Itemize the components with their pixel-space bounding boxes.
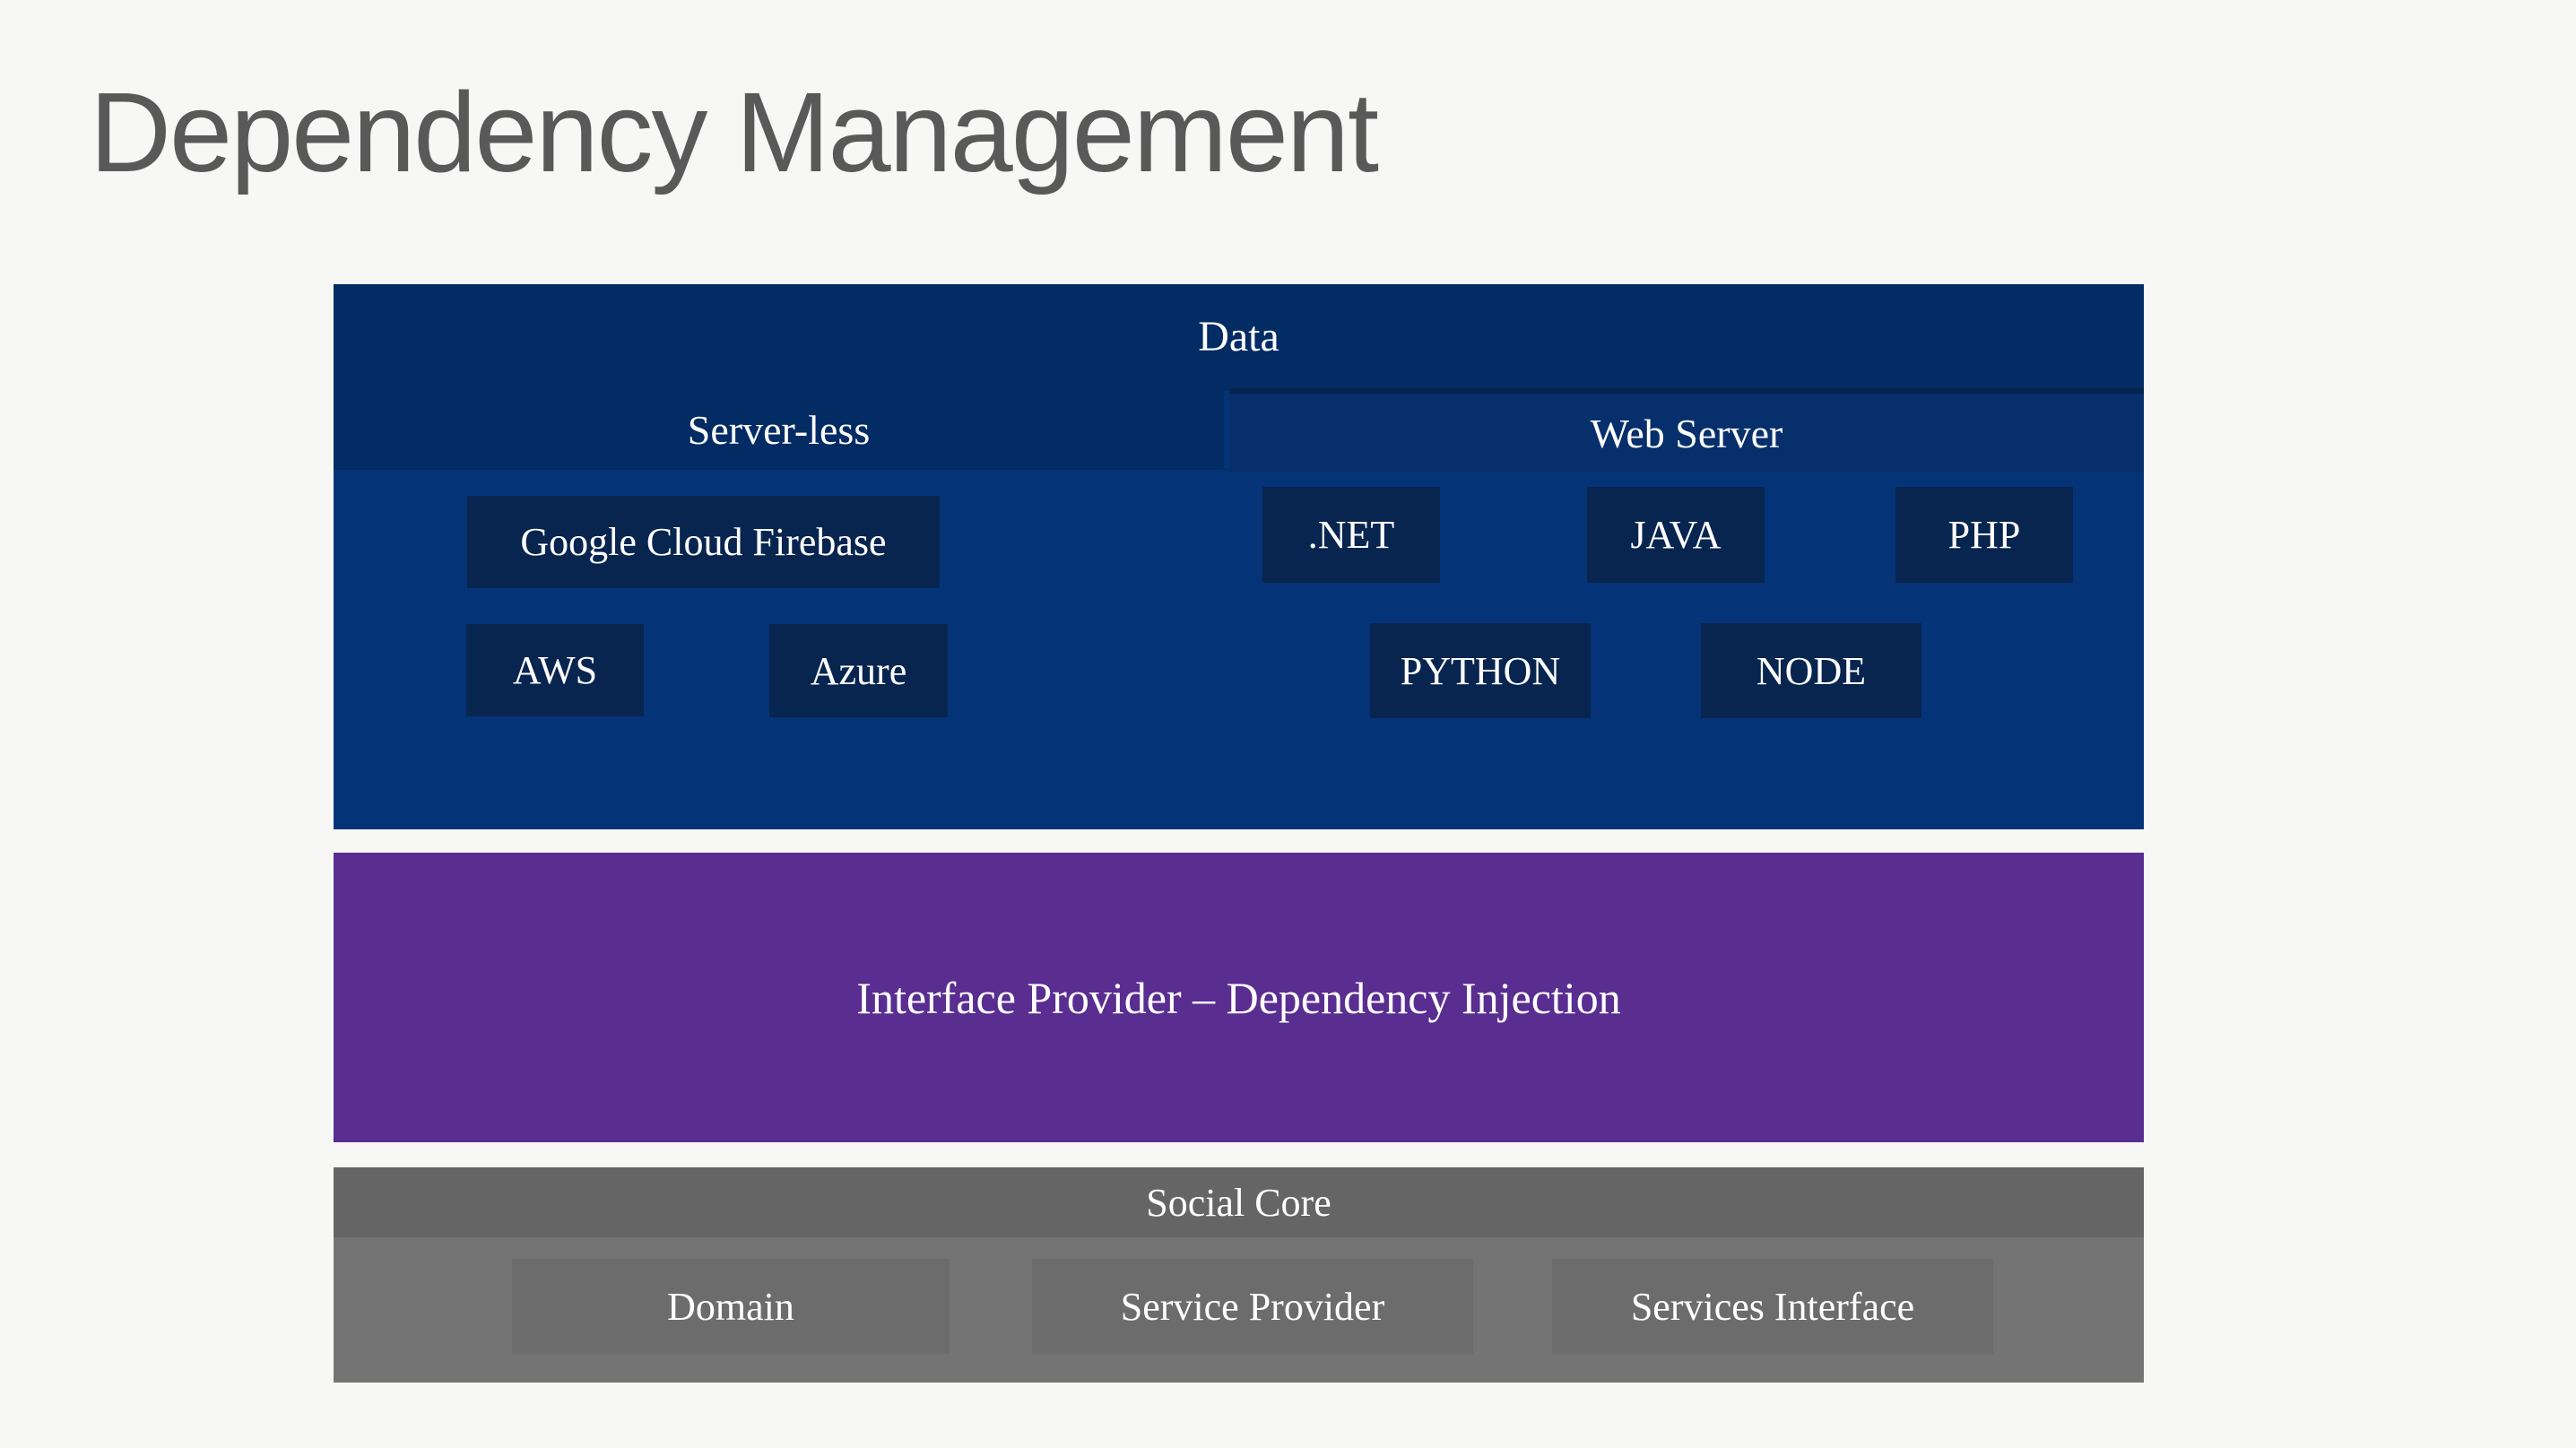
serverless-group-header: Server-less <box>687 406 871 453</box>
box-aws: AWS <box>466 624 644 716</box>
box-domain: Domain <box>512 1259 950 1354</box>
box-google-cloud-firebase: Google Cloud Firebase <box>467 496 940 588</box>
data-layer-block: Data Server-less Web Server Google Cloud… <box>334 284 2144 829</box>
social-core-block: Social Core Domain Service Provider Serv… <box>334 1167 2144 1383</box>
social-core-header-label: Social Core <box>334 1167 2144 1237</box>
box-services-interface: Services Interface <box>1552 1259 1993 1354</box>
box-service-provider: Service Provider <box>1032 1259 1473 1354</box>
interface-provider-block: Interface Provider – Dependency Injectio… <box>334 853 2144 1142</box>
data-header-label: Data <box>1198 313 1279 360</box>
box-azure: Azure <box>769 624 948 717</box>
group-divider <box>1224 391 1229 469</box>
page-title: Dependency Management <box>90 69 1379 195</box>
box-node: NODE <box>1701 623 1921 718</box>
box-java: JAVA <box>1587 487 1765 583</box>
box-python: PYTHON <box>1370 623 1591 718</box>
data-header-band: Data Server-less Web Server <box>334 284 2144 473</box>
webserver-group-header: Web Server <box>1229 388 2144 473</box>
box-dotnet: .NET <box>1262 487 1440 583</box>
box-php: PHP <box>1895 487 2073 583</box>
